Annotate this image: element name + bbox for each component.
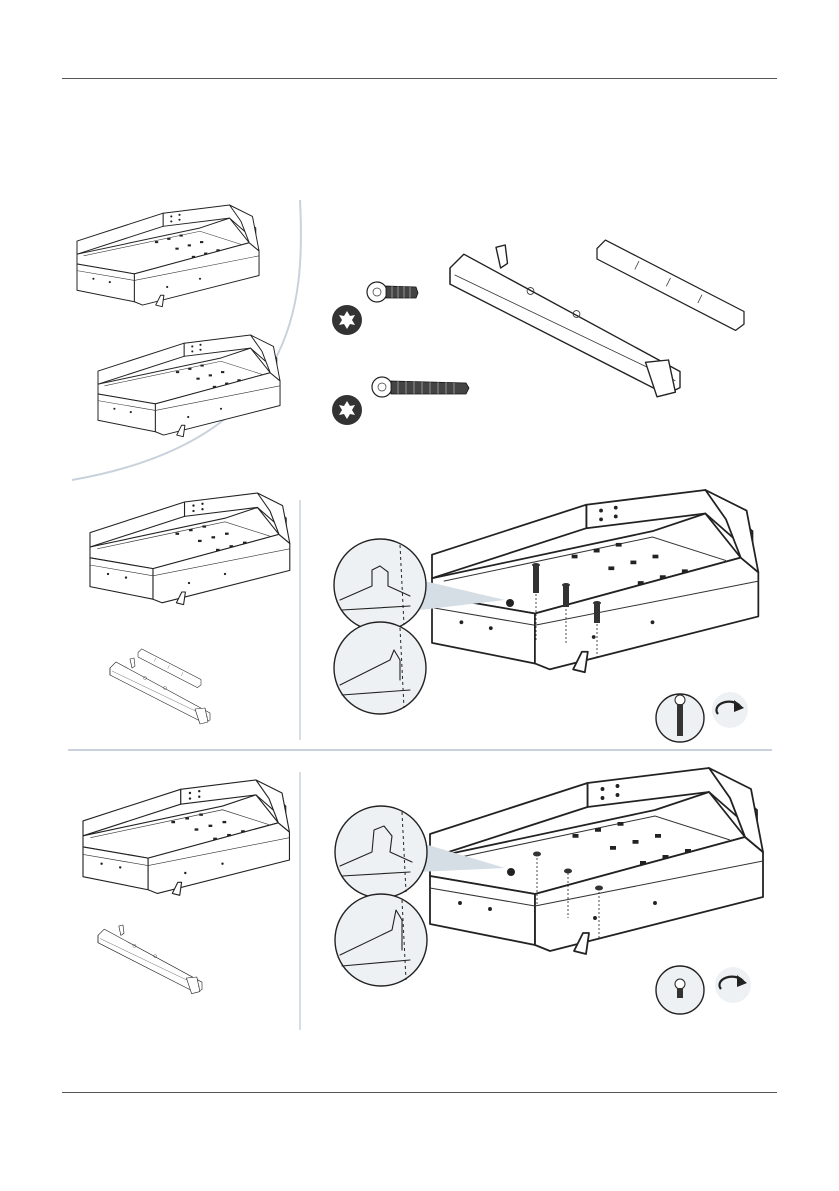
step-2 [90,490,758,742]
rotate-clockwise-icon [712,692,748,728]
drawer-box-large [98,335,280,437]
screw-head-circle [656,966,704,1014]
step-1 [72,200,744,480]
torx-bit-icon [332,395,362,425]
detail-zoom-bottom [335,894,427,986]
screw-icon [677,704,683,736]
connector-bar [597,240,744,330]
drawer-box-detail [432,490,758,672]
drawer-box [90,493,290,605]
torx-screw-long [332,377,469,425]
drawer-box-small [77,205,259,307]
torx-bit-icon [332,305,362,335]
detail-zoom-top [334,539,426,631]
step-3 [83,768,763,1030]
screw-icon [677,988,683,998]
torx-screw-short [332,282,418,335]
front-rail [98,925,202,994]
screw-in-circle [656,694,704,742]
detail-zoom-bottom [334,622,426,714]
rotate-clockwise-icon [715,967,751,1003]
drawer-box [83,780,289,895]
detail-zoom-top [335,806,427,898]
